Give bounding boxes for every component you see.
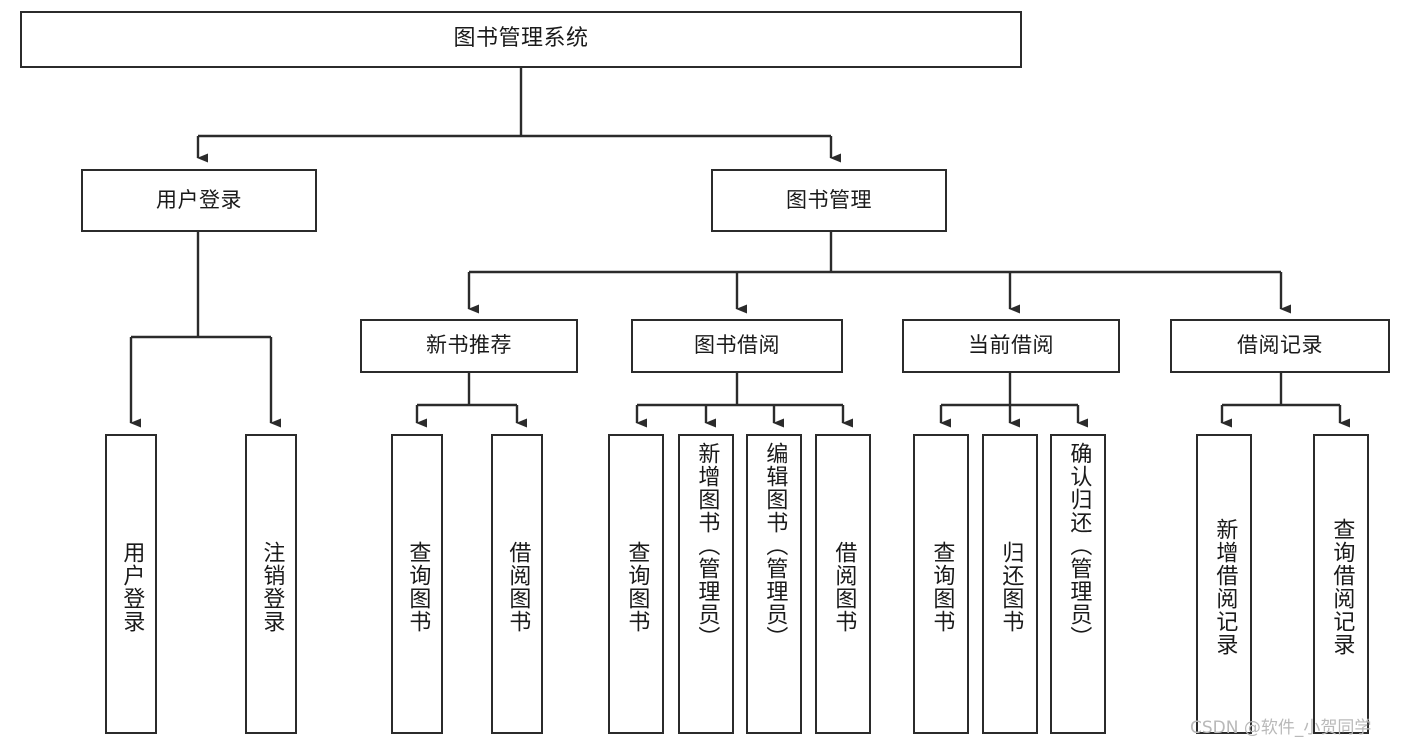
leaf-borrow-record-query-record[interactable]: 查询借阅记录: [1313, 434, 1369, 734]
watermark: CSDN @软件_小贺同学: [1190, 718, 1372, 738]
leaf-book-borrow-add-book-admin[interactable]: 新增图书（管理员）: [678, 434, 734, 734]
leaf-new-book-query-book[interactable]: 查询图书: [391, 434, 443, 734]
leaf-user-login-logout[interactable]: 注销登录: [245, 434, 297, 734]
node-borrow-record[interactable]: 借阅记录: [1170, 319, 1390, 373]
node-label: 借阅记录: [1237, 333, 1323, 358]
node-label: 借阅图书: [505, 541, 531, 633]
node-label: 用户登录: [156, 187, 242, 212]
node-book-management[interactable]: 图书管理: [711, 169, 947, 232]
node-current-borrow[interactable]: 当前借阅: [902, 319, 1120, 373]
leaf-current-borrow-query-book[interactable]: 查询图书: [913, 434, 969, 734]
leaf-current-borrow-return-book[interactable]: 归还图书: [982, 434, 1038, 734]
node-label: 查询借阅记录: [1329, 518, 1355, 656]
node-label: 注销登录: [259, 541, 285, 633]
node-label: 新增图书（管理员）: [694, 442, 720, 649]
leaf-user-login-login[interactable]: 用户登录: [105, 434, 157, 734]
node-label: 归还图书: [998, 541, 1024, 633]
leaf-book-borrow-borrow-book[interactable]: 借阅图书: [815, 434, 871, 734]
node-label: 图书管理系统: [453, 26, 589, 52]
node-label: 图书借阅: [694, 333, 780, 358]
node-label: 用户登录: [119, 541, 145, 633]
node-new-book-recommend[interactable]: 新书推荐: [360, 319, 578, 373]
node-label: 查询图书: [929, 541, 955, 633]
node-user-login[interactable]: 用户登录: [81, 169, 317, 232]
node-label: 图书管理: [786, 187, 872, 212]
node-label: 当前借阅: [968, 333, 1054, 358]
node-label: 查询图书: [405, 541, 431, 633]
node-label: 新书推荐: [426, 333, 512, 358]
node-label: 确认归还（管理员）: [1066, 442, 1092, 649]
node-root-system[interactable]: 图书管理系统: [20, 11, 1022, 68]
node-label: 新增借阅记录: [1212, 518, 1238, 656]
node-label: 借阅图书: [831, 541, 857, 633]
node-label: 编辑图书（管理员）: [762, 442, 788, 649]
leaf-book-borrow-edit-book-admin[interactable]: 编辑图书（管理员）: [746, 434, 802, 734]
node-label: 查询图书: [624, 541, 650, 633]
leaf-current-borrow-confirm-return-admin[interactable]: 确认归还（管理员）: [1050, 434, 1106, 734]
leaf-borrow-record-add-record[interactable]: 新增借阅记录: [1196, 434, 1252, 734]
node-book-borrow[interactable]: 图书借阅: [631, 319, 843, 373]
leaf-new-book-borrow-book[interactable]: 借阅图书: [491, 434, 543, 734]
leaf-book-borrow-query-book[interactable]: 查询图书: [608, 434, 664, 734]
